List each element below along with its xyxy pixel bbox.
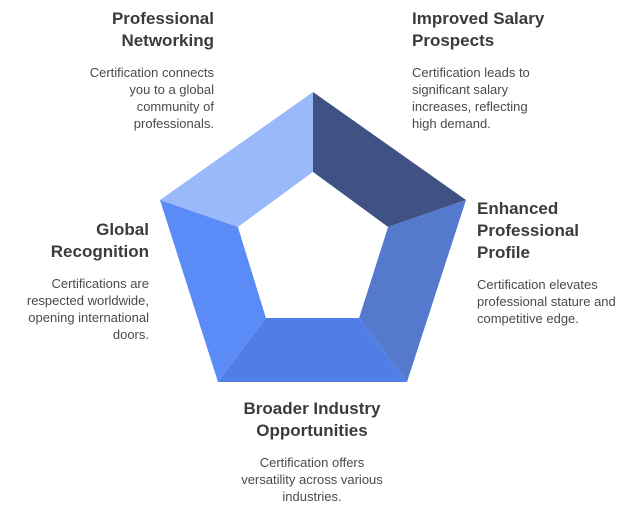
segment-global-recognition (160, 200, 266, 382)
title-global-recognition: Global Recognition (50, 220, 149, 261)
segment-enhanced-professional-profile (359, 200, 466, 382)
title-enhanced-professional-profile: Enhanced Professional Profile (477, 199, 580, 262)
block-broader-industry-opportunities: Broader Industry Opportunities Certifica… (202, 398, 422, 505)
desc-enhanced-professional-profile: Certification elevates professional stat… (477, 277, 616, 326)
title-professional-networking: Professional Networking (111, 9, 214, 50)
desc-improved-salary-prospects: Certification leads to significant salar… (412, 65, 530, 131)
segment-professional-networking (160, 92, 313, 227)
title-improved-salary-prospects: Improved Salary Prospects (412, 9, 545, 50)
block-improved-salary-prospects: Improved Salary Prospects Certification … (412, 8, 612, 132)
block-enhanced-professional-profile: Enhanced Professional Profile Certificat… (477, 198, 627, 327)
segment-improved-salary-prospects (313, 92, 466, 227)
title-broader-industry-opportunities: Broader Industry Opportunities (243, 399, 381, 440)
segment-broader-industry-opportunities (218, 318, 407, 382)
block-global-recognition: Global Recognition Certifications are re… (0, 219, 149, 343)
desc-global-recognition: Certifications are respected worldwide, … (26, 276, 149, 342)
desc-professional-networking: Certification connects you to a global c… (89, 65, 214, 131)
center-pentagon (238, 172, 388, 318)
desc-broader-industry-opportunities: Certification offers versatility across … (241, 455, 383, 504)
block-professional-networking: Professional Networking Certification co… (14, 8, 214, 132)
